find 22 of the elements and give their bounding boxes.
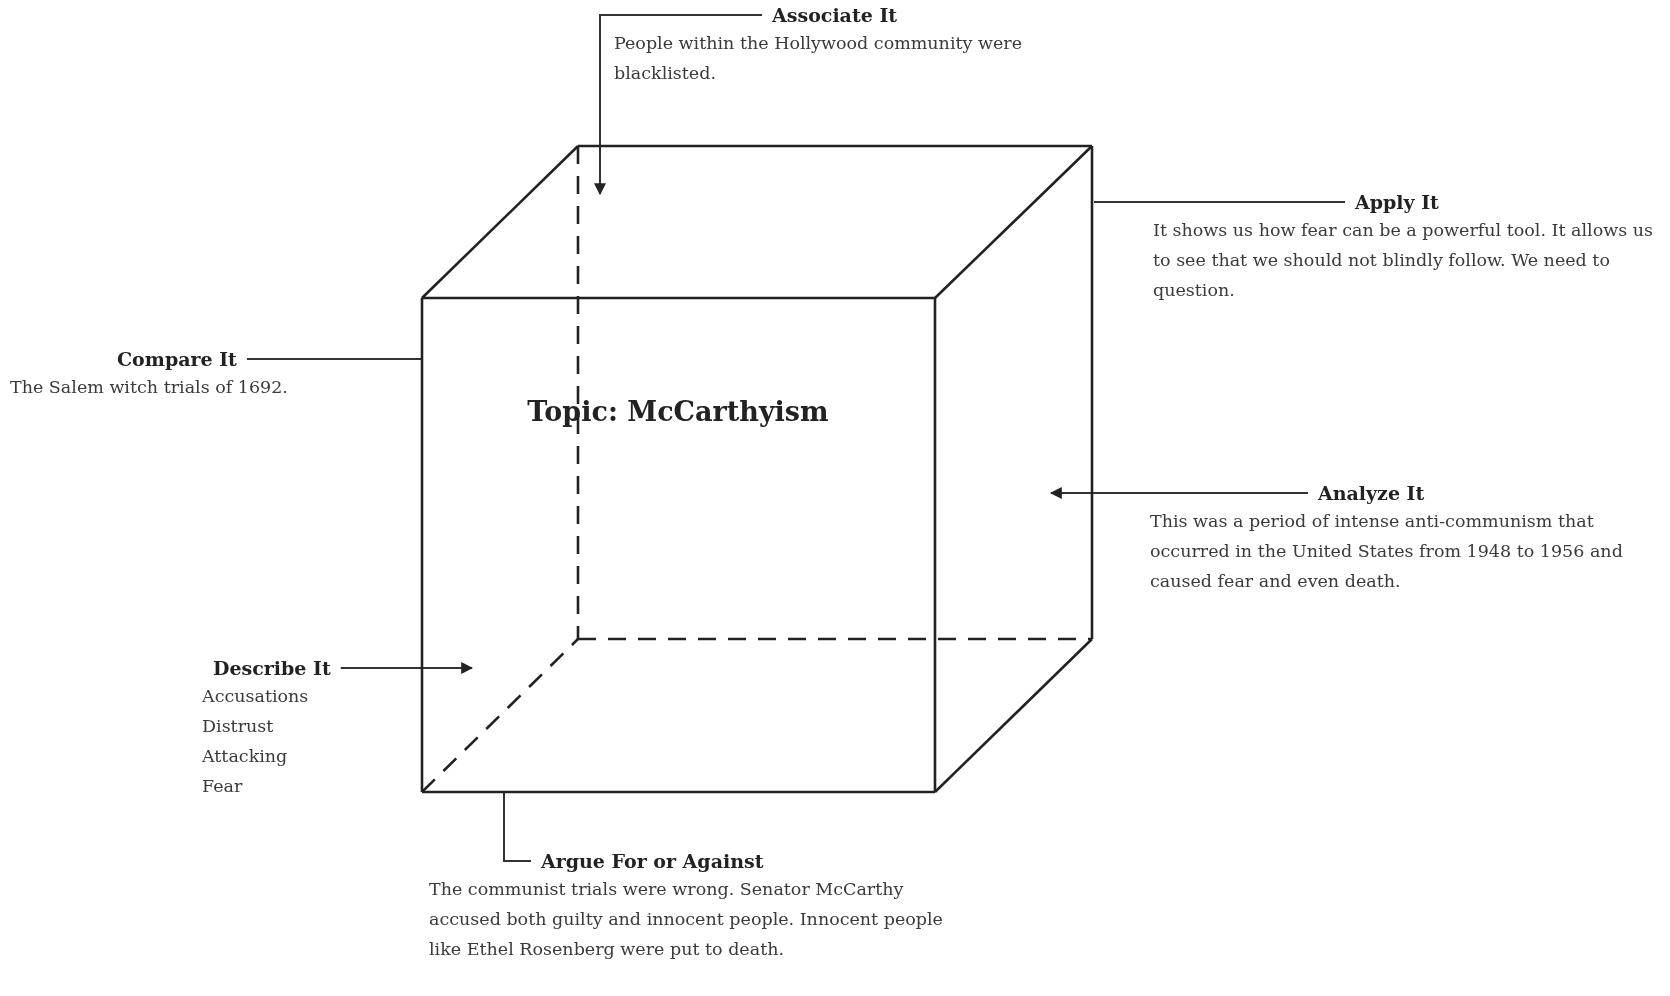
annotation-text: The Salem witch trials of 1692. [10,376,289,399]
annotation-text: The communist trials were wrong. Senator McCarthy accused both guilty and innocent people. Innocent people like Ethel Rosenberg were put to death. [429,878,944,961]
annotation-heading: Argue For or Against [541,849,764,874]
annotation-heading: Associate It [772,3,898,28]
topic-title: Topic: McCarthyism [526,395,830,429]
arrow [339,662,474,674]
leader-line [503,791,532,862]
leader-line [245,358,423,360]
list-item: Attacking [202,745,289,768]
annotation-text: People within the Hollywood community were blacklisted. [614,32,1024,85]
annotation-heading: Analyze It [1318,481,1425,506]
leader-line [1093,201,1346,203]
annotation-heading: Describe It [213,656,331,681]
arrow [1049,487,1309,499]
annotation-heading: Apply It [1355,190,1439,215]
list-item: Distrust [202,715,275,738]
arrow [594,14,763,196]
list-item: Accusations [202,685,310,708]
annotation-text: It shows us how fear can be a powerful tool. It allows us to see that we should not blindly follow. We need to question. [1153,219,1654,302]
annotation-heading: Compare It [117,347,237,372]
annotation-text: This was a period of intense anti-communism that occurred in the United States from 1948 to 1956 and caused fear and even death. [1150,510,1624,593]
list-item: Fear [202,775,244,798]
